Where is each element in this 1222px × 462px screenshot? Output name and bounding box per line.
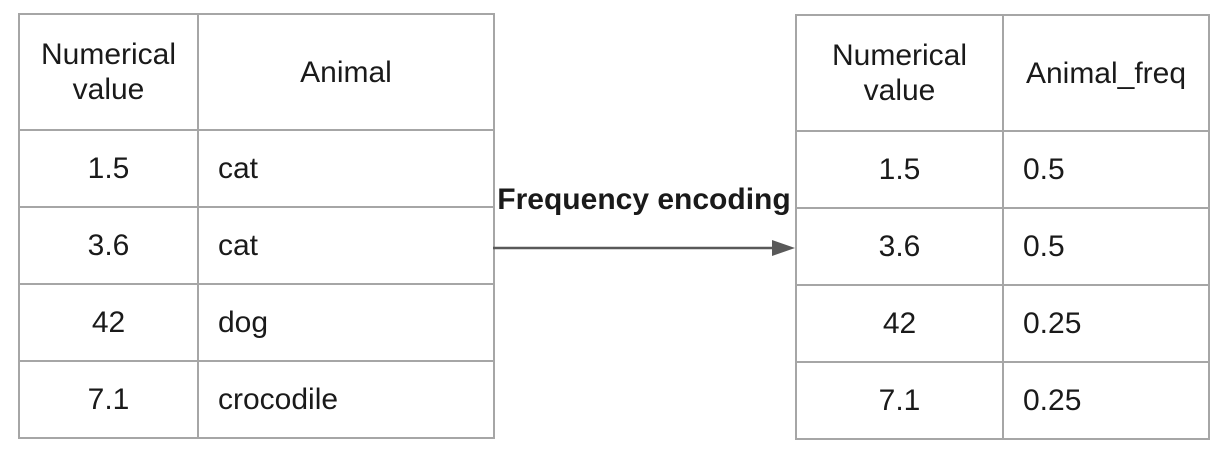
table-row: 3.6 0.5 xyxy=(795,207,1210,286)
table-row: 1.5 0.5 xyxy=(795,130,1210,209)
numerical-value-cell: 42 xyxy=(18,283,199,362)
animal-cell: dog xyxy=(197,283,495,362)
table-row: 42 dog xyxy=(18,283,495,362)
animal-freq-cell: 0.25 xyxy=(1002,361,1210,440)
animal-cell: cat xyxy=(197,206,495,285)
input-table-header-animal: Animal xyxy=(197,13,495,131)
table-row: 3.6 cat xyxy=(18,206,495,285)
encoded-table-header-animal-freq: Animal_freq xyxy=(1002,14,1210,132)
input-table-header-numerical-value: Numerical value xyxy=(18,13,199,131)
table-header-row: Numerical value Animal_freq xyxy=(795,14,1210,132)
numerical-value-cell: 3.6 xyxy=(795,207,1004,286)
table-row: 42 0.25 xyxy=(795,284,1210,363)
frequency-encoding-label: Frequency encoding xyxy=(497,183,791,216)
numerical-value-cell: 42 xyxy=(795,284,1004,363)
right-arrow-icon xyxy=(493,235,797,261)
animal-cell: crocodile xyxy=(197,360,495,439)
table-row: 7.1 crocodile xyxy=(18,360,495,439)
animal-freq-cell: 0.5 xyxy=(1002,130,1210,209)
input-table: Numerical value Animal 1.5 cat 3.6 cat 4… xyxy=(18,13,495,439)
animal-freq-cell: 0.25 xyxy=(1002,284,1210,363)
table-row: 7.1 0.25 xyxy=(795,361,1210,440)
encoded-table: Numerical value Animal_freq 1.5 0.5 3.6 … xyxy=(795,14,1210,440)
animal-freq-cell: 0.5 xyxy=(1002,207,1210,286)
animal-cell: cat xyxy=(197,129,495,208)
encoded-table-header-numerical-value: Numerical value xyxy=(795,14,1004,132)
numerical-value-cell: 1.5 xyxy=(795,130,1004,209)
numerical-value-cell: 7.1 xyxy=(18,360,199,439)
table-row: 1.5 cat xyxy=(18,129,495,208)
numerical-value-cell: 1.5 xyxy=(18,129,199,208)
numerical-value-cell: 3.6 xyxy=(18,206,199,285)
table-header-row: Numerical value Animal xyxy=(18,13,495,131)
numerical-value-cell: 7.1 xyxy=(795,361,1004,440)
